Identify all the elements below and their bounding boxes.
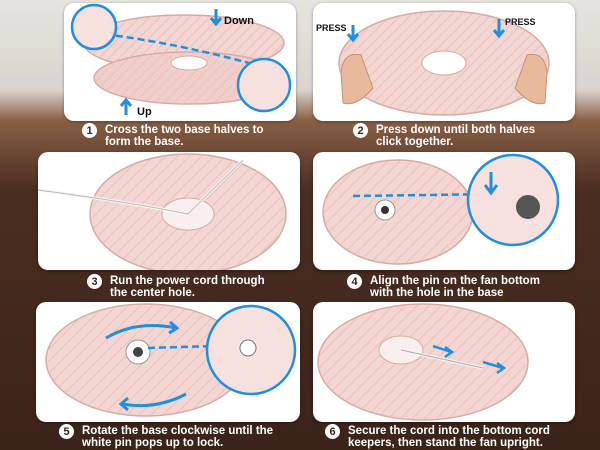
cord-keepers-illustration — [317, 303, 529, 421]
step-number: 3 — [87, 274, 102, 289]
zoom-circle — [466, 153, 560, 247]
up-label: Up — [137, 106, 152, 118]
step-number: 4 — [347, 274, 362, 289]
step-number: 5 — [59, 424, 74, 439]
step-text: Press down until both halves click toget… — [376, 124, 536, 148]
step-number: 2 — [353, 123, 368, 138]
step-text: Align the pin on the fan bottom with the… — [370, 275, 540, 299]
press-label-right: PRESS — [505, 17, 536, 27]
align-pin-illustration — [322, 153, 560, 265]
base-halves-illustration — [70, 3, 292, 115]
right-hand — [514, 53, 548, 105]
step-5-caption: 5 Rotate the base clockwise until the wh… — [59, 424, 309, 449]
step-number: 6 — [325, 424, 340, 439]
step-1-image: Down Up — [64, 3, 296, 121]
pressing-base-illustration — [338, 10, 550, 116]
step-3-image — [38, 152, 300, 270]
step-6-image — [313, 302, 575, 422]
step-4-caption: 4 Align the pin on the fan bottom with t… — [347, 274, 577, 299]
step-4-image — [313, 152, 575, 270]
cord-arrow — [432, 344, 455, 359]
align-arrow — [483, 172, 499, 196]
press-arrow-right — [492, 19, 506, 39]
press-label-left: PRESS — [316, 23, 347, 33]
cord-through-hole-illustration — [38, 153, 287, 270]
left-hand — [340, 53, 374, 105]
step-2-image: PRESS PRESS — [313, 3, 575, 121]
step-text: Run the power cord through the center ho… — [110, 275, 265, 299]
step-2-caption: 2 Press down until both halves click tog… — [353, 123, 578, 148]
zoom-circle-left — [70, 3, 118, 51]
down-label: Down — [224, 15, 254, 27]
step-3-caption: 3 Run the power cord through the center … — [87, 274, 307, 299]
up-arrow — [119, 97, 133, 115]
rotate-arrow-bottom — [121, 392, 187, 408]
rotate-arrow-top — [105, 324, 177, 340]
step-5-image — [36, 302, 300, 422]
down-arrow — [209, 9, 223, 27]
step-text: Cross the two base halves to form the ba… — [105, 124, 264, 148]
step-text: Secure the cord into the bottom cord kee… — [348, 425, 550, 449]
step-1-caption: 1 Cross the two base halves to form the … — [82, 123, 307, 148]
zoom-circle-right — [236, 57, 292, 113]
press-arrow-left — [346, 25, 360, 43]
step-text: Rotate the base clockwise until the whit… — [82, 425, 274, 449]
step-number: 1 — [82, 123, 97, 138]
step-6-caption: 6 Secure the cord into the bottom cord k… — [325, 424, 587, 449]
rotate-base-illustration — [45, 303, 297, 417]
